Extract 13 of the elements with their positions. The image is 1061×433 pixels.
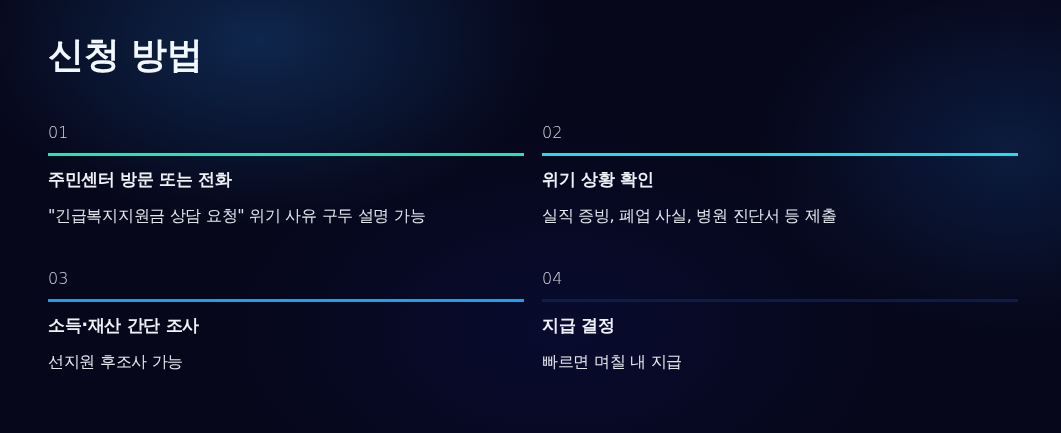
step-number: 01 — [48, 122, 69, 144]
step-heading: 지급 결정 — [542, 314, 615, 337]
step-heading: 위기 상황 확인 — [542, 168, 654, 191]
step-heading: 주민센터 방문 또는 전화 — [48, 168, 232, 191]
step-description: 빠르면 며칠 내 지급 — [542, 351, 682, 373]
step-number: 04 — [542, 268, 563, 290]
step-heading: 소득·재산 간단 조사 — [48, 314, 199, 337]
step-description: 실직 증빙, 폐업 사실, 병원 진단서 등 제출 — [542, 205, 837, 227]
step-description: 선지원 후조사 가능 — [48, 351, 184, 373]
step-number: 03 — [48, 268, 69, 290]
step-number: 02 — [542, 122, 563, 144]
step-description: "긴급복지지원금 상담 요청" 위기 사유 구두 설명 가능 — [48, 205, 426, 227]
page-title: 신청 방법 — [48, 33, 203, 77]
